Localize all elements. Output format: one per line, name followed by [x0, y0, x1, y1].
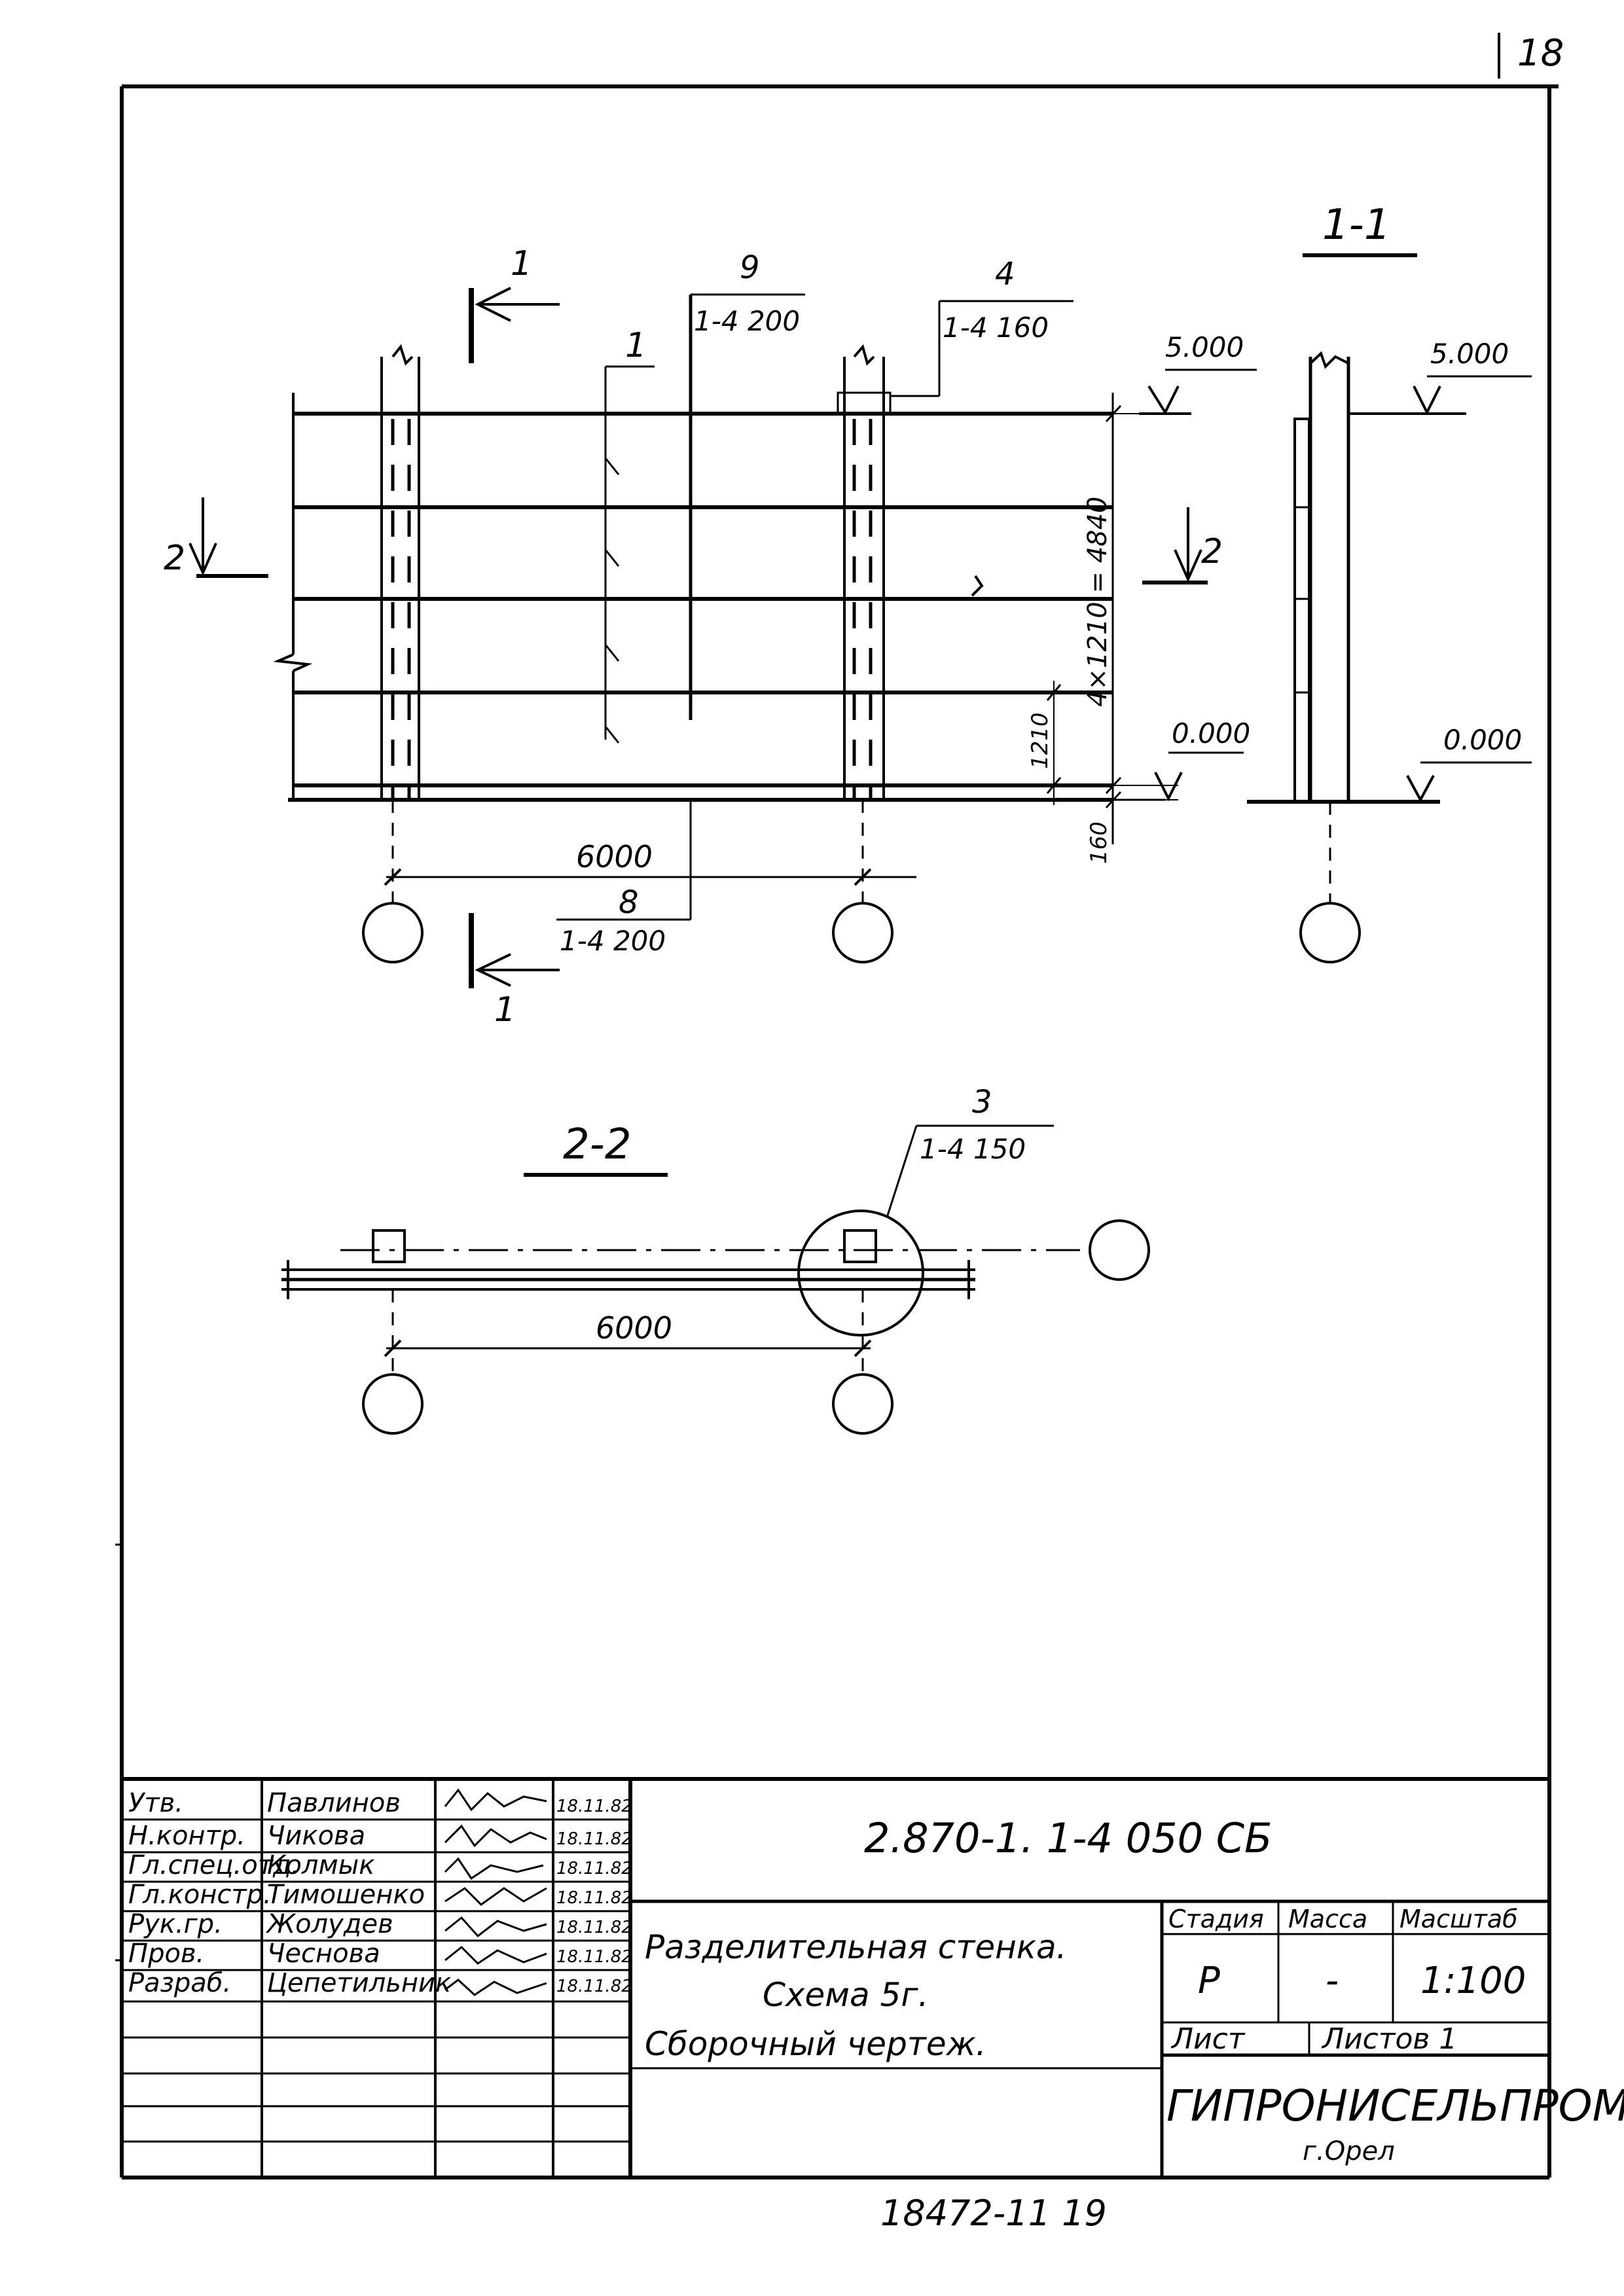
axis-circle — [832, 902, 893, 963]
role-cell: Н.контр. — [128, 1821, 245, 1851]
scale-label: Масштаб — [1399, 1905, 1518, 1933]
section-1-1: 1-1 5.000 0.000 — [1247, 201, 1532, 963]
section-cut-1-markers: 1 1 — [469, 244, 560, 1030]
role-cell: Гл.спец.отд. — [128, 1850, 299, 1880]
dim-panel-label: 1210 — [1027, 712, 1053, 769]
axis-circle — [362, 1373, 424, 1435]
signatures — [444, 1788, 547, 1996]
sheet-number: 18 — [1517, 32, 1564, 75]
axis-circle — [832, 1373, 893, 1435]
date-cell: 18.11.82 — [556, 1797, 632, 1816]
sheet-number-mark: 18 — [1498, 32, 1564, 79]
cut-2-left-label: 2 — [164, 539, 185, 578]
position-callouts: 1 9 1-4 200 4 1-4 160 8 1-4 200 — [556, 249, 1074, 957]
cut-2-right-label: 2 — [1201, 532, 1223, 571]
name-cell: Тимошенко — [267, 1880, 425, 1910]
cut-1-top-label: 1 — [511, 244, 532, 283]
date-cell: 18.11.82 — [556, 1947, 632, 1967]
section-cut-2-markers: 2 2 — [164, 497, 1223, 584]
drawing-frame — [120, 84, 1559, 2179]
section-2-2-dim-span: 6000 — [596, 1310, 672, 1346]
title-line-1: Разделительная стенка. — [645, 1928, 1067, 1966]
pos-4-ref: 1-4 160 — [943, 312, 1049, 344]
section-1-1-elev-top: 5.000 — [1430, 338, 1509, 370]
name-cell: Павлинов — [267, 1788, 401, 1818]
pos-4-label: 4 — [995, 256, 1015, 293]
sheet-label: Лист — [1170, 2022, 1246, 2056]
elev-zero-label: 0.000 — [1172, 717, 1250, 749]
axis-circle — [362, 902, 424, 963]
sheets-label: Листов 1 — [1321, 2022, 1457, 2056]
designation: 2.870-1. 1-4 050 СБ — [864, 1814, 1272, 1862]
role-cell: Рук.гр. — [128, 1909, 223, 1939]
name-cell: Колмык — [267, 1850, 374, 1880]
date-cell: 18.11.82 — [556, 1977, 632, 1996]
date-cell: 18.11.82 — [556, 1888, 632, 1908]
mass-label: Масса — [1288, 1905, 1367, 1933]
dim-base-label: 160 — [1086, 821, 1112, 864]
title-line-2: Схема 5г. — [763, 1976, 929, 2014]
pos-3-label: 3 — [972, 1084, 992, 1121]
org-name: ГИПРОНИСЕЛЬПРОМ — [1166, 2081, 1624, 2131]
pos-9-ref: 1-4 200 — [694, 305, 800, 337]
date-cell: 18.11.82 — [556, 1829, 632, 1849]
date-cell: 18.11.82 — [556, 1859, 632, 1878]
title-block-rows: Утв.Н.контр.Гл.спец.отд.Гл.констр.Рук.гр… — [128, 1788, 632, 1998]
section-2-2-title: 2-2 — [563, 1121, 632, 1169]
level-marks-elevation: 5.000 0.000 — [1113, 331, 1257, 802]
name-cell: Жолудев — [265, 1909, 393, 1939]
date-cell: 18.11.82 — [556, 1918, 632, 1937]
name-cell: Чикова — [267, 1821, 365, 1851]
elev-top-label: 5.000 — [1165, 331, 1244, 363]
section-1-1-title: 1-1 — [1322, 201, 1391, 249]
axis-circle — [1299, 902, 1361, 963]
cut-1-bottom-label: 1 — [494, 990, 516, 1030]
dim-span-label: 6000 — [576, 839, 653, 874]
title-line-3: Сборочный чертеж. — [645, 2025, 986, 2063]
pos-3-ref: 1-4 150 — [920, 1133, 1026, 1165]
scale-value: 1:100 — [1420, 1960, 1526, 2002]
name-cell: Цепетильник — [267, 1968, 451, 1998]
mass-value: - — [1326, 1960, 1339, 2002]
role-cell: Пров. — [128, 1939, 204, 1969]
axis-circle — [1089, 1219, 1150, 1281]
pos-9-label: 9 — [740, 249, 760, 286]
pos-8-label: 8 — [619, 884, 639, 921]
org-city: г.Орел — [1303, 2136, 1395, 2166]
pos-1-label: 1 — [625, 326, 647, 365]
dim-height-label: 4×1210 = 4840 — [1083, 496, 1113, 707]
stage-value: Р — [1198, 1960, 1220, 2002]
name-cell: Чеснова — [267, 1939, 380, 1969]
pos-8-ref: 1-4 200 — [560, 925, 666, 957]
footer-code: 18472-11 19 — [880, 2193, 1107, 2234]
elevation-dimensions: 6000 4×1210 = 4840 1210 160 — [384, 404, 1178, 886]
role-cell: Разраб. — [128, 1968, 231, 1998]
title-block: Утв.Н.контр.Гл.спец.отд.Гл.констр.Рук.гр… — [122, 1777, 1624, 2178]
stage-label: Стадия — [1168, 1905, 1264, 1933]
section-2-2: 2-2 6000 3 1-4 150 — [281, 1084, 1150, 1435]
role-cell: Гл.констр. — [128, 1880, 272, 1910]
section-1-1-elev-zero: 0.000 — [1443, 724, 1522, 756]
role-cell: Утв. — [128, 1788, 183, 1818]
wall-elevation — [273, 295, 1114, 963]
